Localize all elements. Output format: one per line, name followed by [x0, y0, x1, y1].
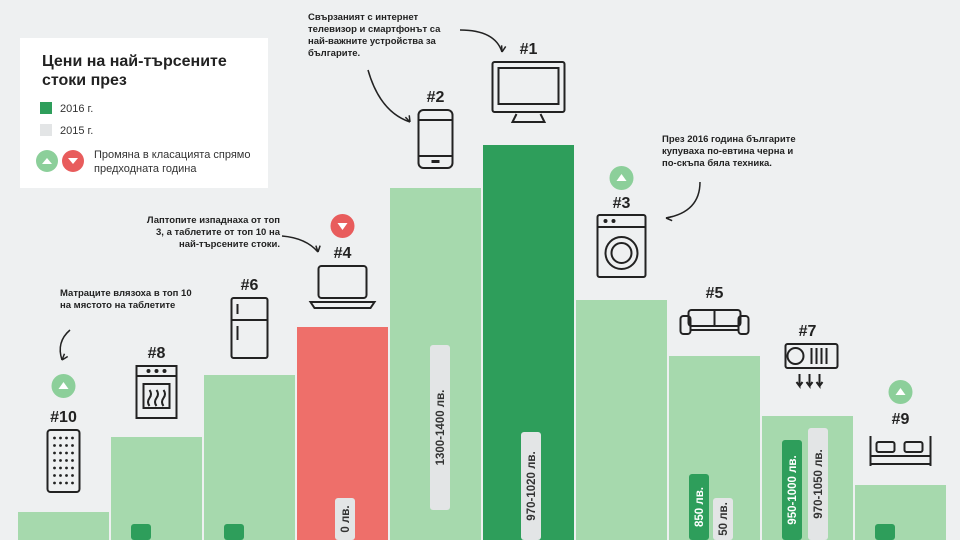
- arrow-to-laptop: [281, 235, 321, 253]
- stove-icon: [135, 365, 178, 419]
- arrow-to-smartphone: [367, 69, 411, 123]
- up-arrow-icon: [609, 166, 634, 190]
- price-label: 0 лв.: [335, 498, 355, 540]
- price-label: 970-1050 лв.: [808, 428, 828, 540]
- up-arrow-icon: [888, 380, 913, 404]
- price-stub: [131, 524, 151, 540]
- arrow-to-mattress: [59, 329, 71, 361]
- price-label: 850 лв.: [689, 474, 709, 540]
- rank-label: #6: [241, 277, 259, 294]
- legend-label-2015: 2015 г.: [60, 125, 94, 137]
- rank-label: #8: [148, 345, 166, 362]
- rank-label: #5: [706, 285, 724, 302]
- bar-rank-7: [762, 416, 853, 540]
- mattress-icon: [46, 429, 81, 493]
- price-label-text: 850 лв.: [694, 487, 706, 527]
- legend-item-2015: 2015 г.: [40, 124, 93, 137]
- legend-item-2016: 2016 г.: [40, 102, 93, 115]
- down-arrow-icon: [330, 214, 355, 238]
- annotation-laptops: Лаптопите изпаднаха от топ 3, а таблетит…: [146, 215, 280, 250]
- price-label: 970-1020 лв.: [521, 432, 541, 540]
- arrow-to-washer: [665, 181, 701, 222]
- rank-label: #3: [613, 195, 631, 212]
- bar-rank-10: [18, 512, 109, 540]
- price-label: 950-1000 лв.: [782, 440, 802, 540]
- rank-label: #1: [520, 41, 538, 58]
- laptop-icon: [308, 265, 377, 309]
- up-arrow-icon: [51, 374, 76, 398]
- bar-rank-9: [855, 485, 946, 540]
- rank-label: #7: [799, 323, 817, 340]
- legend-swatch-2016: [40, 102, 52, 114]
- air-conditioner-icon: [784, 343, 839, 389]
- arrow-to-tv: [459, 29, 507, 53]
- rank-label: #4: [334, 245, 352, 262]
- washing-machine-icon: [596, 214, 647, 278]
- price-label-text: 0 лв.: [340, 505, 352, 532]
- annotation-mattress: Матраците влязоха в топ 10 на мястото на…: [60, 288, 192, 311]
- price-label-text: 970-1050 лв.: [813, 449, 825, 518]
- annotation-top: Свързаният с интернет телевизор и смартф…: [308, 12, 441, 59]
- bar-rank-6: [204, 375, 295, 540]
- smartphone-icon: [417, 109, 454, 169]
- rank-label: #10: [50, 409, 77, 426]
- price-label: 1300-1400 лв.: [430, 345, 450, 510]
- price-stub: [224, 524, 244, 540]
- legend-title: Цени на най-търсените стоки през: [42, 53, 227, 89]
- rank-label: #2: [427, 89, 445, 106]
- tv-icon: [491, 61, 566, 123]
- price-label-text: 50 лв.: [718, 502, 730, 536]
- legend-change-label: Промяна в класацията спрямо предходната …: [94, 149, 251, 175]
- up-arrow-icon: [36, 150, 58, 172]
- down-arrow-icon: [62, 150, 84, 172]
- price-stub: [875, 524, 895, 540]
- sofa-icon: [679, 309, 750, 335]
- price-label-text: 1300-1400 лв.: [435, 390, 447, 466]
- fridge-icon: [230, 297, 269, 359]
- rank-label: #9: [892, 411, 910, 428]
- annotation-right: През 2016 година българите купуваха по-е…: [662, 134, 796, 169]
- legend: Цени на най-търсените стоки през 2016 г.…: [20, 38, 268, 188]
- legend-swatch-2015: [40, 124, 52, 136]
- bed-icon: [869, 436, 932, 466]
- bar-rank-3: [576, 300, 667, 540]
- legend-label-2016: 2016 г.: [60, 103, 94, 115]
- price-label: 50 лв.: [713, 498, 733, 540]
- bar-rank-8: [111, 437, 202, 540]
- price-label-text: 970-1020 лв.: [526, 451, 538, 520]
- price-label-text: 950-1000 лв.: [787, 455, 799, 524]
